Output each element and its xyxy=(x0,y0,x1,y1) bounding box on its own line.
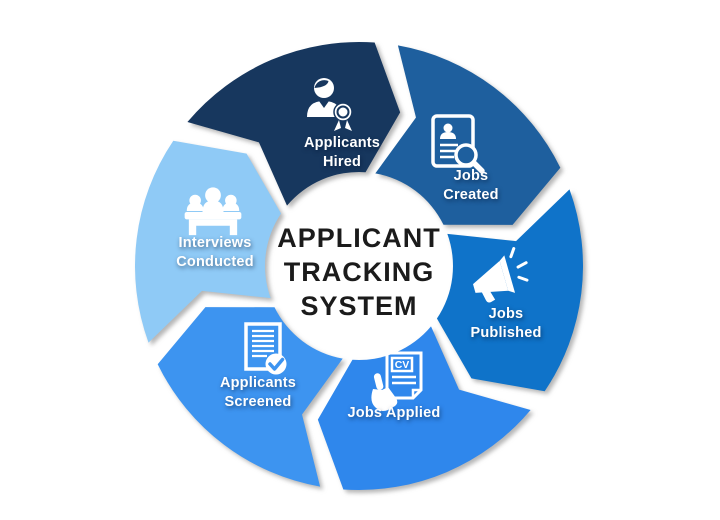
document-search-icon xyxy=(431,114,485,174)
segment-label: Jobs xyxy=(454,168,489,184)
document-check-icon xyxy=(244,322,287,375)
segment-label: Jobs Applied xyxy=(348,405,441,421)
segment-arrow xyxy=(157,307,343,487)
interview-panel-icon xyxy=(184,187,242,236)
segment-label: Conducted xyxy=(176,254,254,270)
segment-arrow xyxy=(135,140,282,343)
diagram-title-line: APPLICANT xyxy=(277,223,441,253)
segment-label: Published xyxy=(470,325,541,341)
svg-text:CV: CV xyxy=(395,359,410,371)
segment-arrow xyxy=(375,45,561,225)
segment-label: Created xyxy=(443,187,498,203)
megaphone-icon xyxy=(473,247,529,303)
diagram-title: APPLICANT TRACKING SYSTEM xyxy=(277,223,441,321)
person-medal-icon xyxy=(307,78,353,131)
segment-label: Applicants xyxy=(220,375,296,391)
segment-arrow xyxy=(317,326,531,490)
cv-hand-icon: CV xyxy=(371,351,423,411)
segment-label: Hired xyxy=(323,154,361,170)
diagram-title-line: TRACKING xyxy=(284,257,435,287)
segment-arrow xyxy=(187,42,401,206)
segment-label: Jobs xyxy=(489,306,524,322)
segment-jobs-applied: CV Jobs Applied xyxy=(317,326,531,490)
segment-label: Screened xyxy=(225,394,292,410)
segment-label: Applicants xyxy=(304,135,380,151)
segment-label: Interviews xyxy=(179,235,252,251)
diagram-title-line: SYSTEM xyxy=(300,291,417,321)
